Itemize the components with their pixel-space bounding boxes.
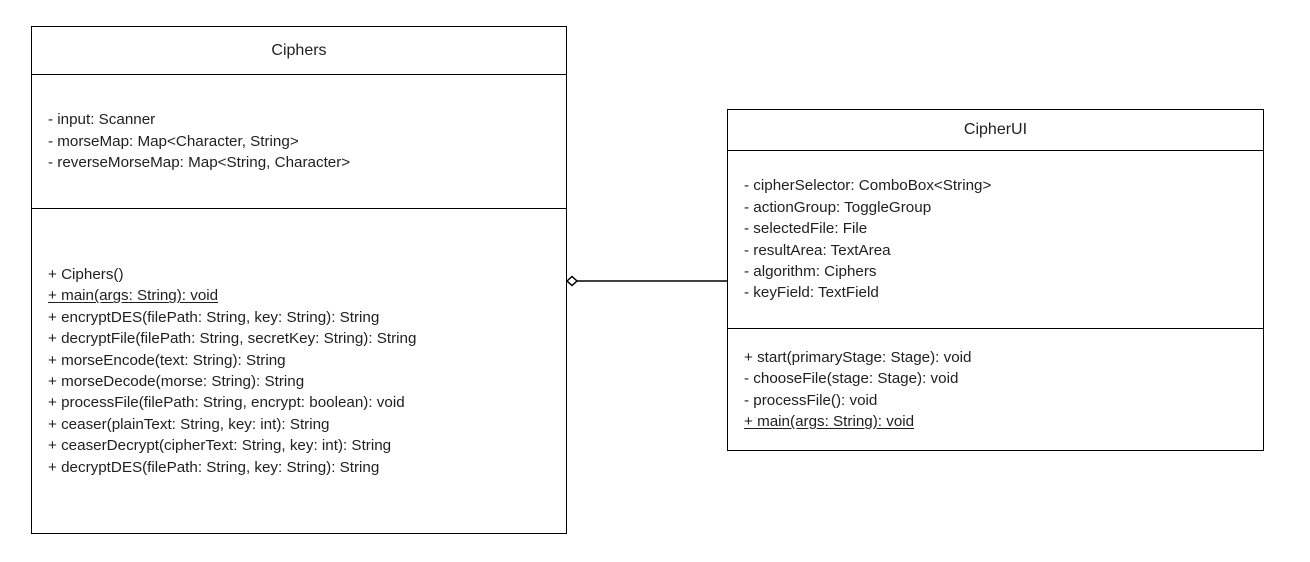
operation-ciphers-constructor: + Ciphers() bbox=[48, 265, 124, 283]
operation-encrypt-des: + encryptDES(filePath: String, key: Stri… bbox=[48, 308, 380, 326]
class-ciphers[interactable]: Ciphers - input: Scanner - morseMap: Map… bbox=[31, 26, 567, 534]
class-cipherui[interactable]: CipherUI - cipherSelector: ComboBox<Stri… bbox=[727, 109, 1264, 451]
attribute-action-group: - actionGroup: ToggleGroup bbox=[744, 198, 932, 216]
operation-ceaser-decrypt: + ceaserDecrypt(cipherText: String, key:… bbox=[48, 437, 392, 455]
attribute-cipher-selector: - cipherSelector: ComboBox<String> bbox=[744, 177, 992, 195]
operations-compartment-cipherui: + start(primaryStage: Stage): void - cho… bbox=[728, 329, 1263, 450]
operation-start: + start(primaryStage: Stage): void bbox=[744, 348, 972, 366]
operation-process-file-ui: - processFile(): void bbox=[744, 391, 878, 409]
operation-choose-file: - chooseFile(stage: Stage): void bbox=[744, 370, 959, 388]
operation-main: + main(args: String): void bbox=[48, 287, 219, 305]
operation-morse-decode: + morseDecode(morse: String): String bbox=[48, 373, 305, 390]
operation-decrypt-file: + decryptFile(filePath: String, secretKe… bbox=[48, 330, 417, 348]
operation-main-ui: + main(args: String): void bbox=[744, 412, 915, 430]
operation-ceaser: + ceaser(plainText: String, key: int): S… bbox=[48, 415, 330, 433]
class-name-cipherui: CipherUI bbox=[728, 110, 1263, 151]
attribute-morse-map: - morseMap: Map<Character, String> bbox=[48, 132, 299, 150]
operations-compartment-ciphers: + Ciphers() + main(args: String): void +… bbox=[32, 209, 566, 533]
attribute-selected-file: - selectedFile: File bbox=[744, 220, 868, 238]
class-name-ciphers: Ciphers bbox=[32, 27, 566, 75]
attributes-compartment-cipherui: - cipherSelector: ComboBox<String> - act… bbox=[728, 151, 1263, 329]
attribute-input: - input: Scanner bbox=[48, 111, 156, 129]
operation-process-file: + processFile(filePath: String, encrypt:… bbox=[48, 394, 405, 412]
attributes-compartment-ciphers: - input: Scanner - morseMap: Map<Charact… bbox=[32, 75, 566, 209]
attribute-reverse-morse-map: - reverseMorseMap: Map<String, Character… bbox=[48, 154, 351, 172]
aggregation-diamond bbox=[565, 275, 579, 287]
attribute-algorithm: - algorithm: Ciphers bbox=[744, 262, 877, 280]
operation-decrypt-des: + decryptDES(filePath: String, key: Stri… bbox=[48, 458, 380, 476]
operation-morse-encode: + morseEncode(text: String): String bbox=[48, 351, 286, 369]
attribute-result-area: - resultArea: TextArea bbox=[744, 241, 891, 259]
attribute-key-field: - keyField: TextField bbox=[744, 284, 879, 302]
